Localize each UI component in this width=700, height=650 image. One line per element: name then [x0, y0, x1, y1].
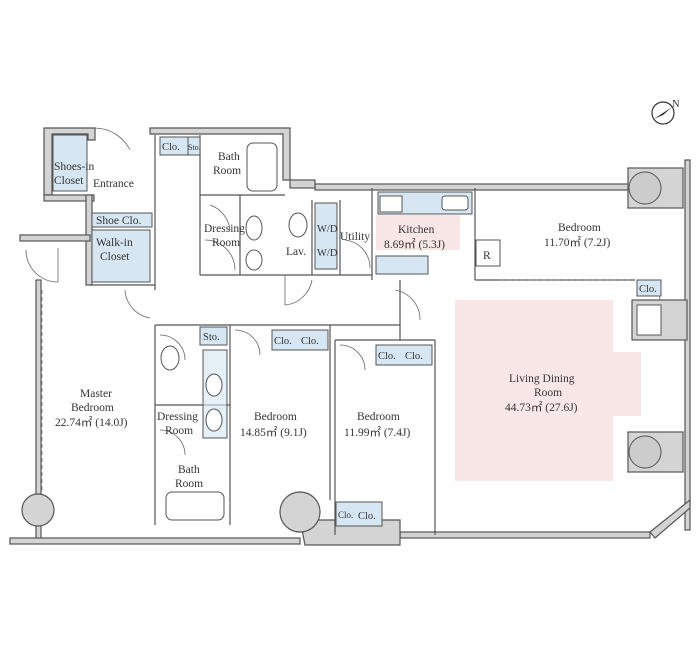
dressing-lower-label: Dressing	[157, 411, 198, 423]
bathtub-upper-icon	[246, 142, 278, 192]
kitchen-zone	[376, 215, 460, 250]
closet-label: Clo.	[162, 142, 180, 153]
washer-dryer-label: W/D	[317, 224, 338, 235]
bedroom-mid-closet-label-2: Clo.	[301, 336, 319, 347]
kitchen-label: Kitchen	[398, 224, 435, 236]
master-bedroom-label: Master	[80, 388, 112, 400]
kitchen-sink-icon	[441, 195, 469, 211]
exterior-walls	[9, 127, 691, 546]
bedroom-mid-closet-label: Clo.	[274, 336, 292, 347]
dressing-room-label-2: Room	[212, 237, 240, 249]
walk-in-closet-label: Walk-in	[96, 237, 133, 249]
bedroom-ne-area: 11.70㎡ (7.2J)	[544, 236, 611, 249]
bedroom-se-area: 11.99㎡ (7.4J)	[344, 426, 411, 439]
bay-closet-label: Clo.	[338, 510, 353, 520]
room-labels: Shoes-in Closet Entrance Shoe Clo. Walk-…	[54, 142, 657, 522]
shoes-closet-label-2: Closet	[54, 175, 84, 187]
dressing-room-label: Dressing	[204, 223, 245, 235]
shoes-closet-label: Shoes-in	[54, 161, 95, 173]
bedroom-ne-label: Bedroom	[558, 222, 601, 234]
bedroom-mid-area: 14.85㎡ (9.1J)	[240, 426, 307, 439]
storage-lower-label: Sto.	[203, 332, 220, 343]
living-dining-area: 44.73㎡ (27.6J)	[505, 401, 578, 414]
toilet-icon	[288, 212, 308, 238]
bath-room-label-2: Room	[213, 165, 241, 177]
sink-lower-icon	[205, 373, 223, 397]
bath-room-label: Bath	[218, 151, 240, 163]
living-dining-label: Living Dining	[509, 373, 575, 385]
entrance-label: Entrance	[93, 178, 134, 190]
interior-walls	[41, 135, 635, 535]
compass-label: N	[672, 99, 680, 110]
sink-icon-2	[245, 249, 263, 271]
bedroom-se-closet-label: Clo.	[378, 351, 396, 362]
living-dining-zone	[455, 300, 613, 481]
bath-lower-label: Bath	[178, 464, 200, 476]
bedroom-se-closet-label-2: Clo.	[405, 351, 423, 362]
shoe-closet-label: Shoe Clo.	[96, 215, 141, 227]
toilet-lower-icon	[160, 345, 180, 371]
sink-lower-icon-2	[205, 408, 223, 432]
washer-dryer-label-2: W/D	[317, 248, 338, 259]
kitchen-area: 8.69㎡ (5.3J)	[384, 238, 445, 251]
master-bedroom-area: 22.74㎡ (14.0J)	[55, 416, 128, 429]
bath-lower-label-2: Room	[175, 478, 203, 490]
north-compass-icon: N	[651, 99, 680, 125]
utility-label: Utility	[340, 231, 370, 243]
bedroom-ne-closet-label: Clo.	[639, 284, 657, 295]
living-dining-label-2: Room	[534, 387, 562, 399]
bay-closet-label-2: Clo.	[358, 511, 376, 522]
fixtures	[160, 142, 662, 521]
refrigerator-label: R	[483, 250, 491, 262]
living-dining-zone-ext	[613, 352, 641, 416]
sink-icon	[245, 215, 263, 241]
master-bedroom-label-2: Bedroom	[71, 402, 114, 414]
bedroom-mid-label: Bedroom	[254, 411, 297, 423]
lavatory-label: Lav.	[286, 246, 306, 258]
storage-label: Sto.	[188, 143, 201, 152]
bedroom-se-label: Bedroom	[357, 411, 400, 423]
refrigerator-box	[475, 239, 501, 267]
column-icon	[636, 304, 662, 336]
walk-in-closet-label-2: Closet	[100, 251, 130, 263]
bathtub-lower-icon	[165, 491, 225, 521]
stove-icon	[379, 195, 403, 213]
dressing-lower-label-2: Room	[165, 425, 193, 437]
